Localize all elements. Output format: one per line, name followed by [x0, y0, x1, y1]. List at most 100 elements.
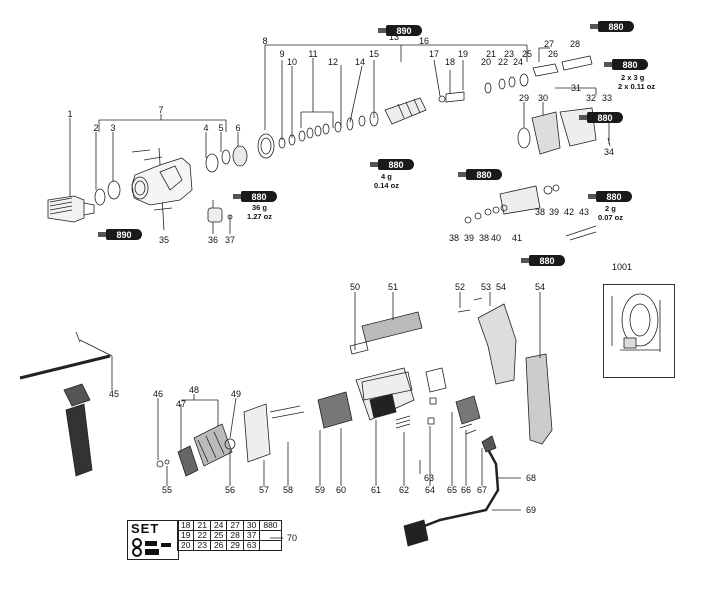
handle-housing — [457, 297, 553, 445]
impact-mechanism — [464, 184, 597, 241]
note-0-07oz: 0.07 oz — [598, 213, 624, 222]
note-2x0-11oz: 2 x 0.11 oz — [618, 82, 656, 91]
note-2g: 2 g — [605, 204, 616, 213]
part-label-22: 22 — [497, 57, 509, 67]
part-label-60: 60 — [335, 485, 347, 495]
part-label-3: 3 — [110, 123, 116, 133]
part-label-12: 12 — [327, 57, 339, 67]
part-label-23: 23 — [503, 49, 515, 59]
note-36g: 36 g — [252, 203, 268, 212]
part-label-62: 62 — [398, 485, 410, 495]
part-label-55: 55 — [161, 485, 173, 495]
part-label-38a: 38 — [448, 233, 460, 243]
part-label-46: 46 — [152, 389, 164, 399]
part-label-40: 40 — [490, 233, 502, 243]
gear-housing-front — [131, 157, 193, 206]
part-label-66: 66 — [460, 485, 472, 495]
grease-tube-880-top-right: 880 — [590, 20, 634, 33]
part-label-70: 70 — [286, 533, 298, 543]
part-label-68: 68 — [525, 473, 537, 483]
part-label-61: 61 — [370, 485, 382, 495]
set-cell — [259, 540, 282, 551]
note-0-14oz: 0.14 oz — [374, 181, 400, 190]
part-label-36: 36 — [207, 235, 219, 245]
part-label-69: 69 — [525, 505, 537, 515]
set-cell: 37 — [242, 530, 261, 541]
part-label-41: 41 — [511, 233, 523, 243]
note-4g: 4 g — [381, 172, 392, 181]
grease-tube-880-front: 880 — [233, 190, 277, 203]
set-cell: 28 — [226, 530, 244, 541]
power-cable — [403, 435, 500, 547]
part-label-33: 33 — [601, 93, 613, 103]
part-label-26: 26 — [547, 49, 559, 59]
part-label-52: 52 — [454, 282, 466, 292]
part-label-8: 8 — [262, 36, 268, 46]
part-label-19: 19 — [457, 49, 469, 59]
part-label-49: 49 — [230, 389, 242, 399]
part-label-25: 25 — [521, 49, 533, 59]
grease-tube-890-chuck: 890 — [98, 228, 142, 241]
set-cell: 26 — [209, 540, 228, 551]
part-label-53: 53 — [480, 282, 492, 292]
grease-tube-880-spindle: 880 — [370, 158, 414, 171]
set-cell: 18 — [176, 520, 195, 531]
set-parts-icon — [132, 538, 171, 557]
set-table-row: 20 23 26 29 63 — [176, 540, 282, 551]
part-label-38c: 38 — [534, 207, 546, 217]
set-cell: 22 — [193, 530, 211, 541]
part-label-31: 31 — [570, 83, 582, 93]
grease-tube-880-mid-right: 880 — [588, 190, 632, 203]
set-cell: 27 — [226, 520, 244, 531]
grease-tube-880-lower: 880 — [521, 254, 565, 267]
part-label-21: 21 — [485, 49, 497, 59]
part-label-15: 15 — [368, 49, 380, 59]
part-label-1: 1 — [67, 109, 73, 119]
part-label-27: 27 — [543, 39, 555, 49]
part-label-43: 43 — [578, 207, 590, 217]
part-label-39a: 39 — [463, 233, 475, 243]
part-label-38b: 38 — [478, 233, 490, 243]
armature — [156, 423, 236, 477]
spindle-parts — [257, 55, 611, 159]
set-cell: 63 — [242, 540, 261, 551]
part-label-2: 2 — [93, 123, 99, 133]
part-label-45: 45 — [108, 389, 120, 399]
part-label-56: 56 — [224, 485, 236, 495]
set-parts-table: 18 21 24 27 30 880 19 22 25 28 37 20 23 … — [176, 520, 282, 551]
grease-tube-880-right: 880 — [604, 58, 648, 71]
part-label-35: 35 — [158, 235, 170, 245]
part-label-20: 20 — [480, 57, 492, 67]
inset-box-1001 — [603, 284, 675, 378]
part-label-1001: 1001 — [611, 262, 633, 272]
part-label-67: 67 — [476, 485, 488, 495]
part-label-54b: 54 — [534, 282, 546, 292]
set-table-row: 19 22 25 28 37 — [176, 530, 282, 541]
part-label-58: 58 — [282, 485, 294, 495]
set-table-row: 18 21 24 27 30 880 — [176, 520, 282, 531]
drill-chuck — [47, 195, 95, 223]
part-label-14: 14 — [354, 57, 366, 67]
part-label-16: 16 — [418, 36, 430, 46]
part-label-24: 24 — [512, 57, 524, 67]
motor-housing — [243, 341, 447, 463]
note-2x3g: 2 x 3 g — [621, 73, 645, 82]
part-label-28: 28 — [569, 39, 581, 49]
part-label-4: 4 — [203, 123, 209, 133]
set-cell: 30 — [242, 520, 261, 531]
part-label-39b: 39 — [548, 207, 560, 217]
grease-tube-880-gearcase: 880 — [579, 111, 623, 124]
set-cell: 21 — [193, 520, 211, 531]
switch — [455, 395, 481, 425]
part-label-63: 63 — [423, 473, 435, 483]
part-label-37: 37 — [224, 235, 236, 245]
set-title: SET — [131, 521, 160, 536]
part-label-42: 42 — [563, 207, 575, 217]
grease-tube-890-top: 890 — [378, 24, 422, 37]
leader-lines — [69, 44, 610, 234]
side-handle — [19, 331, 111, 477]
part-label-6: 6 — [235, 123, 241, 133]
part-label-5: 5 — [218, 123, 224, 133]
